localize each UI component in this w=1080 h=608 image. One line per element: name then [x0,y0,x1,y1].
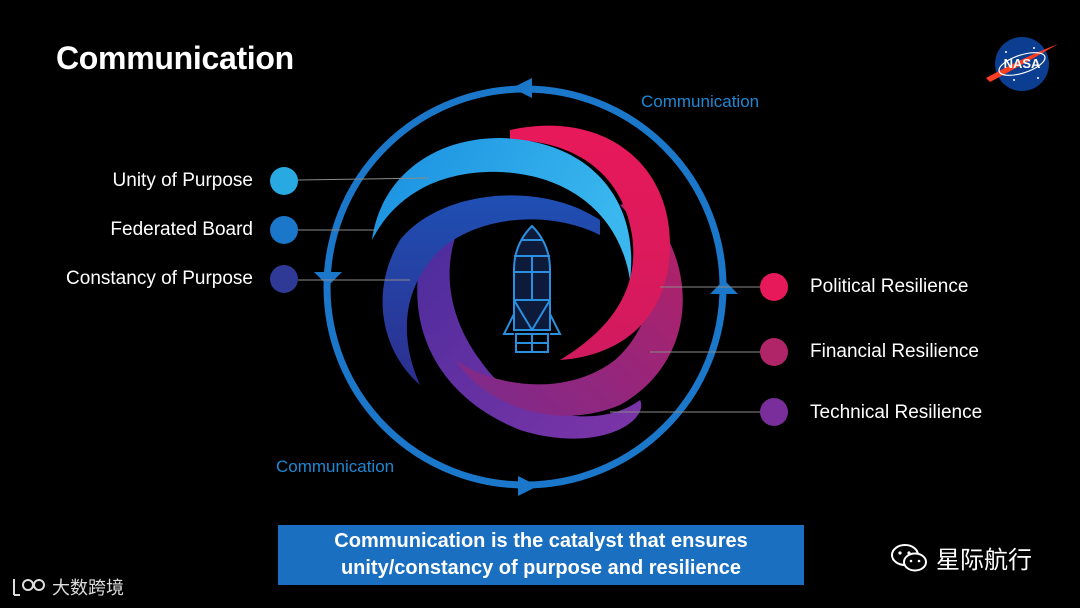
dot-political-resilience [760,273,788,301]
wechat-watermark: 星际航行 [890,540,1032,575]
dot-technical-resilience [760,398,788,426]
label-financial-resilience: Financial Resilience [810,341,979,363]
label-constancy-of-purpose: Constancy of Purpose [0,268,253,290]
banner-line-1: Communication is the catalyst that ensur… [278,528,804,555]
dot-federated-board [270,216,298,244]
brand-watermark: 大数跨境 [10,574,124,600]
ring-label-bottom: Communication [276,457,394,477]
dot-financial-resilience [760,338,788,366]
label-technical-resilience: Technical Resilience [810,402,982,424]
label-unity-of-purpose: Unity of Purpose [0,170,253,192]
ring-arrow-bottom-icon [518,476,538,496]
label-federated-board: Federated Board [0,219,253,241]
label-political-resilience: Political Resilience [810,276,968,298]
dot-unity-of-purpose [270,167,298,195]
brand-text: 大数跨境 [52,574,124,600]
wechat-icon [890,543,928,573]
summary-banner: Communication is the catalyst that ensur… [278,525,804,585]
ring-arrow-top-icon [512,78,532,98]
wechat-text: 星际航行 [936,540,1032,575]
ring-label-top: Communication [641,92,759,112]
dot-constancy-of-purpose [270,265,298,293]
ring-arrow-left-icon [314,272,342,286]
rocket-icon [504,226,560,352]
brand-logo-icon [10,575,48,599]
banner-line-2: unity/constancy of purpose and resilienc… [278,555,804,582]
